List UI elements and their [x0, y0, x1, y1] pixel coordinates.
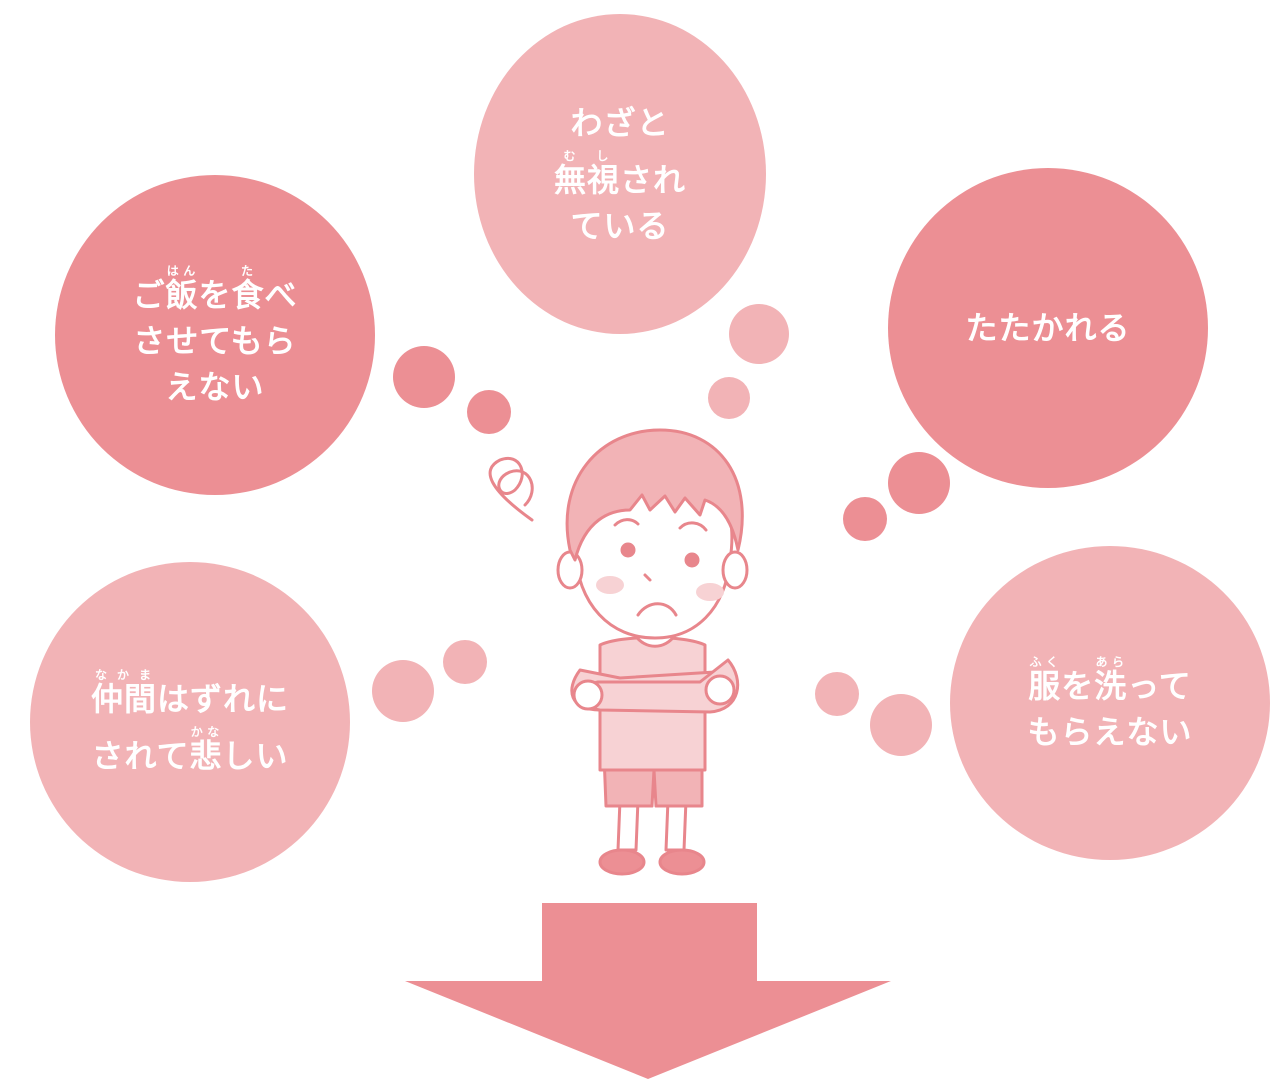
furigana-reading: ふく: [1028, 654, 1062, 669]
furigana-word: 洗あら: [1094, 654, 1128, 705]
bubble-hit: たたかれる: [888, 168, 1208, 488]
bubble-line: 無視むしされ: [554, 149, 686, 200]
troubled-boy-icon: [488, 428, 749, 876]
nose: [643, 573, 652, 582]
confusion-squiggle: [488, 456, 534, 522]
bubble-line: ご飯はんを食たべ: [132, 264, 297, 315]
thought-dot: [843, 497, 887, 541]
bubble-line: えない: [165, 367, 264, 407]
left-hand: [572, 679, 604, 711]
thought-dot: [708, 377, 750, 419]
bubble-text-segment: しい: [222, 737, 289, 775]
bubble-text-segment: えない: [165, 367, 265, 406]
down-arrow-icon: [405, 903, 891, 1079]
bubble-line: わざと: [570, 103, 669, 143]
thought-dot: [870, 694, 932, 756]
left-eyebrow: [613, 518, 640, 527]
bubble-line: たたかれる: [965, 308, 1130, 348]
bubble-text-segment: を: [1061, 666, 1095, 705]
bubble-left-out: 仲間なかまはずれにされて悲かなしい: [30, 562, 350, 882]
right-shoe: [658, 848, 706, 876]
bubble-left-out-text: 仲間なかまはずれにされて悲かなしい: [91, 668, 289, 776]
furigana-reading: た: [231, 263, 265, 278]
bubble-ignored-text: わざと無視むしされている: [554, 103, 686, 246]
right-eye: [684, 552, 700, 568]
furigana-word: 服ふく: [1028, 654, 1062, 705]
thought-dot: [729, 304, 789, 364]
furigana-reading: かな: [189, 725, 223, 739]
furigana-word: 仲間なかま: [90, 668, 157, 718]
left-ear: [556, 550, 584, 590]
bubble-line: もらえない: [1027, 712, 1192, 752]
thought-dot: [443, 640, 487, 684]
bubble-line: させてもら: [133, 321, 296, 361]
right-ear: [721, 550, 749, 590]
furigana-word: 飯はん: [165, 263, 199, 314]
furigana-reading: はん: [165, 263, 199, 278]
bubble-text-segment: ご: [132, 275, 166, 314]
hair: [565, 428, 744, 562]
thought-dot: [393, 346, 455, 408]
down-arrow-shape: [405, 903, 891, 1079]
bubble-text-segment: わざと: [570, 103, 670, 142]
bubble-text-segment: もらえない: [1027, 712, 1193, 751]
furigana-word: 無視むし: [553, 148, 620, 199]
bubble-no-laundry-text: 服ふくを洗あらってもらえない: [1027, 655, 1192, 752]
left-eye: [620, 542, 636, 558]
thought-dot: [467, 390, 511, 434]
bubble-text-segment: ている: [570, 206, 670, 245]
frown-mouth: [636, 602, 678, 617]
furigana-reading: あら: [1094, 654, 1128, 669]
right-hand: [704, 674, 736, 706]
bubble-line: 仲間なかまはずれに: [91, 668, 289, 719]
bubble-text-segment: はずれに: [157, 680, 290, 718]
bubble-text-segment: され: [620, 160, 687, 199]
thought-dot: [372, 660, 434, 722]
right-eyebrow: [678, 521, 708, 532]
furigana-word: 悲かな: [189, 725, 223, 775]
bubble-text-segment: されて: [91, 737, 190, 775]
bubble-hit-text: たたかれる: [965, 308, 1130, 348]
bubble-text-segment: させてもら: [133, 321, 297, 360]
bubble-line: ている: [570, 206, 669, 246]
thought-dot: [815, 672, 859, 716]
left-cheek: [596, 576, 624, 594]
right-cheek: [696, 583, 724, 601]
bubble-text-segment: を: [198, 275, 232, 314]
thought-dot: [888, 452, 950, 514]
bubble-ignored: わざと無視むしされている: [474, 14, 766, 334]
furigana-word: 食た: [231, 263, 265, 314]
bubble-text-segment: たたかれる: [965, 309, 1131, 347]
bubble-no-laundry: 服ふくを洗あらってもらえない: [950, 546, 1270, 860]
bubble-line: されて悲かなしい: [91, 725, 288, 776]
bubble-no-meals-text: ご飯はんを食たべさせてもらえない: [132, 264, 297, 407]
bubble-no-meals: ご飯はんを食たべさせてもらえない: [55, 175, 375, 495]
bubble-text-segment: って: [1127, 666, 1192, 705]
bubble-line: 服ふくを洗あらって: [1028, 655, 1191, 706]
bubble-text-segment: べ: [264, 275, 298, 314]
left-shoe: [598, 848, 646, 876]
furigana-reading: なかま: [90, 668, 157, 682]
furigana-reading: むし: [553, 148, 620, 163]
